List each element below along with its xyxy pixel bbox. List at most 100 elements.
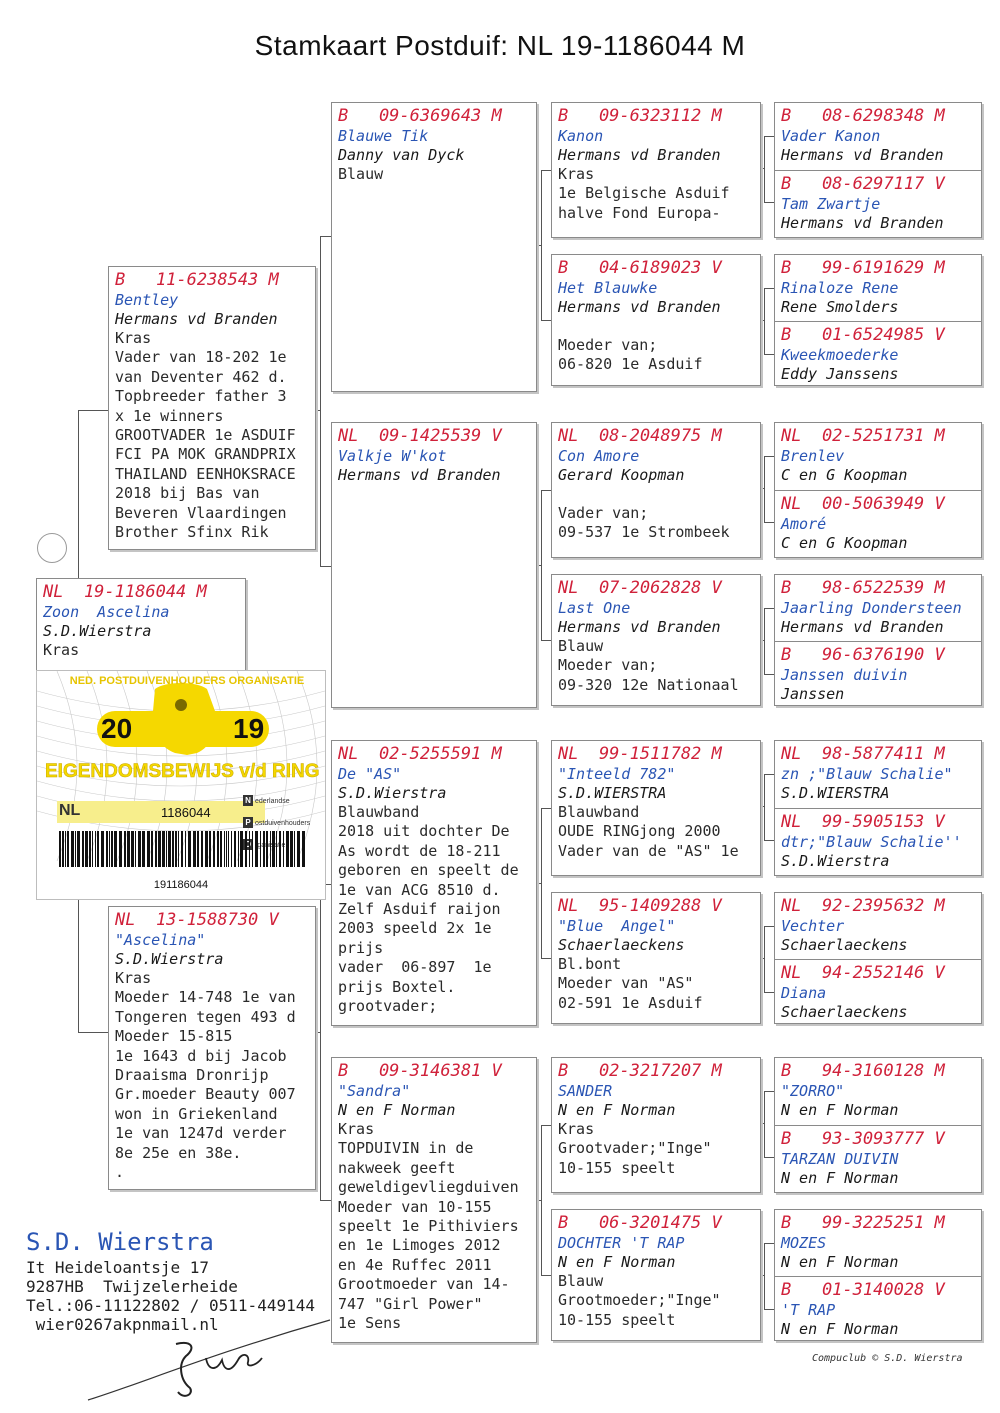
pigeon-name: Brenlev <box>781 447 845 465</box>
connector-line <box>764 608 774 609</box>
note-line: Moeder 15-815 <box>115 1027 233 1046</box>
note-line: Moeder van; <box>558 336 658 354</box>
ring-number: B 08-6298348 M <box>781 106 945 126</box>
barcode-bar <box>166 831 167 867</box>
ring-number: NL 92-2395632 M <box>781 896 945 916</box>
note-line: Blauw <box>558 637 604 655</box>
connector-line <box>764 1157 774 1158</box>
pigeon-name: MOZES <box>781 1234 827 1252</box>
note-line: 2018 bij Bas van <box>115 484 260 503</box>
ring-number: B 08-6297117 V <box>781 174 945 194</box>
spacer <box>558 485 755 504</box>
note-line: Vader van de "AS" 1e <box>558 841 739 860</box>
ring-number: B 11-6238543 M <box>115 270 279 290</box>
note-line: halve Fond Europa- <box>558 203 721 222</box>
barcode-bar <box>138 831 141 867</box>
connector-line <box>764 926 765 992</box>
org-line-1: ederlandse <box>255 798 290 805</box>
barcode-bar <box>119 831 122 867</box>
pigeon-name: Kanon <box>558 127 604 145</box>
barcode-bar <box>255 831 258 867</box>
barcode-bar <box>228 831 229 867</box>
barcode-bar <box>197 831 199 867</box>
note-line: Draaisma Dronrijp <box>115 1066 269 1085</box>
ring-number: B 96-6376190 V <box>781 645 945 665</box>
number-field <box>57 801 265 823</box>
ring-number: B 09-6369643 M <box>338 106 502 126</box>
pigeon-name: Rinaloze Rene <box>781 279 899 297</box>
ring-number: B 93-3093777 V <box>781 1129 945 1149</box>
barcode-bar <box>217 831 219 867</box>
punch-hole-top <box>37 533 67 563</box>
barcode-bar <box>75 831 76 867</box>
note-line: 09-537 1e Strombeek <box>558 523 730 542</box>
barcode-bar <box>272 831 275 867</box>
barcode-bar <box>283 831 284 867</box>
connector-line <box>764 1243 765 1309</box>
year-right: 19 <box>233 713 265 744</box>
breeder-name: Hermans vd Branden <box>558 146 721 164</box>
barcode-bar <box>111 831 113 867</box>
barcode-bar <box>85 831 88 867</box>
connector-line <box>541 640 551 641</box>
breeder-name: Danny van Dyck <box>338 146 465 164</box>
note-line: Vader van; <box>558 504 649 522</box>
owner-address: It Heideloantsje 17 <box>26 1258 210 1277</box>
connector-line <box>537 883 541 884</box>
note-line: x 1e winners <box>115 406 224 425</box>
barcode-bar <box>127 831 130 867</box>
ring-number: NL 13-1588730 V <box>115 910 279 930</box>
note-line: vader 06-897 1e <box>338 958 492 977</box>
gen3-card-5: NL 99-1511782 M"Inteeld 782"S.D.WIERSTRA… <box>551 740 761 876</box>
barcode-bar <box>245 831 247 867</box>
breeder-name: Gerard Koopman <box>558 466 685 484</box>
pigeon-name: "ZORRO" <box>781 1082 845 1100</box>
connector-line <box>764 522 774 523</box>
barcode-bar <box>286 831 289 867</box>
connector-line <box>541 958 551 959</box>
note-line: 10-155 speelt <box>558 1158 676 1177</box>
breeder-name: Eddy Janssens <box>781 365 899 383</box>
connector-line <box>78 410 108 411</box>
pigeon-name: Vader Kanon <box>781 127 881 145</box>
pigeon-name: Diana <box>781 984 827 1002</box>
barcode-bar <box>168 831 171 867</box>
note-line: Zelf Asduif raijon <box>338 900 501 919</box>
connector-line <box>761 640 764 641</box>
signature <box>87 1319 331 1401</box>
barcode-number: 191186044 <box>153 879 209 891</box>
note-line: Beveren Vlaardingen <box>115 503 287 522</box>
barcode-bar <box>175 831 177 867</box>
connector-line <box>764 456 765 522</box>
connector-line <box>78 1032 108 1033</box>
note-line: Gr.moeder Beauty 007 <box>115 1085 296 1104</box>
owner-email: wier0267akpnmail.nl <box>26 1315 219 1334</box>
barcode-bar <box>162 831 165 867</box>
barcode-bar <box>238 831 239 867</box>
barcode <box>59 831 305 867</box>
note-line: GROOTVADER 1e ASDUIF <box>115 426 296 445</box>
pigeon-name: Amoré <box>781 515 827 533</box>
barcode-bar <box>97 831 99 867</box>
connector-line <box>761 1275 764 1276</box>
connector-line <box>764 608 765 674</box>
connector-line <box>541 1275 551 1276</box>
pigeon-name: "Inteeld 782" <box>558 765 676 783</box>
connector-line <box>764 774 765 840</box>
connector-line <box>764 992 774 993</box>
barcode-bar <box>226 831 227 867</box>
barcode-bar <box>213 831 215 867</box>
ring-number: NL 00-5063949 V <box>781 494 945 514</box>
note-line: prijs Boxtel. <box>338 977 456 996</box>
year-pill <box>97 711 269 747</box>
note-line: Kras <box>43 641 80 659</box>
pigeon-name: dtr;"Blauw Schalie'' <box>781 833 962 851</box>
connector-line <box>541 320 551 321</box>
barcode-bar <box>124 831 126 867</box>
